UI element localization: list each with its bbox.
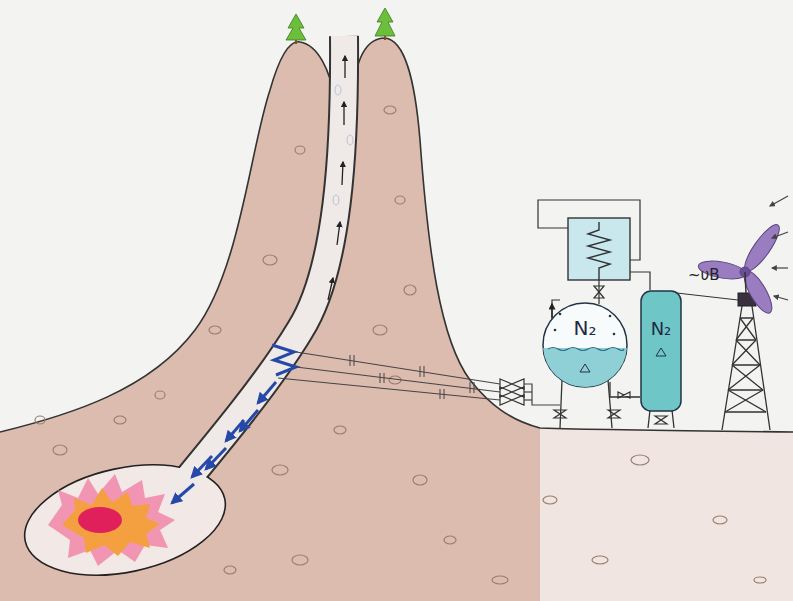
mountain-outline xyxy=(0,38,793,432)
lowland-ground xyxy=(540,428,793,601)
upflow-arrows xyxy=(328,56,345,300)
fire-flame xyxy=(62,488,160,556)
crack-outline xyxy=(172,36,344,498)
exchanger-piping xyxy=(538,200,650,330)
wind-turbine-tower xyxy=(722,306,770,430)
pipes xyxy=(278,352,560,405)
sphere-tank: N₂ xyxy=(540,300,630,390)
node-outline xyxy=(640,290,682,412)
wind-arrows xyxy=(770,196,788,300)
crack-channel xyxy=(172,36,344,498)
injection-zigzag xyxy=(272,345,296,375)
fire-core xyxy=(78,507,122,533)
tank-symbol xyxy=(580,364,590,372)
pipe-connector xyxy=(610,382,640,397)
tank-label: N₂ xyxy=(540,316,630,340)
bubble xyxy=(554,329,557,332)
rotor-shaft xyxy=(745,272,746,293)
steam-puffs xyxy=(333,85,353,205)
bubble xyxy=(609,315,612,318)
voltage-label: ~υB xyxy=(688,266,720,284)
mountain-body xyxy=(0,38,540,601)
bubble xyxy=(613,333,616,336)
turbine-blades xyxy=(697,220,785,316)
power-line xyxy=(668,292,738,300)
heat-exchanger xyxy=(568,218,630,280)
fire-outer xyxy=(48,474,175,566)
tank-legs xyxy=(560,380,674,428)
downflow-arrows xyxy=(172,382,276,503)
liquid-nitrogen xyxy=(543,348,627,387)
tank-body xyxy=(641,291,681,411)
tree xyxy=(286,14,306,44)
bubble xyxy=(559,313,562,316)
tank-symbol xyxy=(656,348,666,356)
heat-coil xyxy=(588,222,610,280)
flow-arrow xyxy=(551,304,552,318)
stones xyxy=(35,106,766,584)
liquid-surface xyxy=(548,348,624,351)
valve-symbol xyxy=(500,286,667,424)
tank-body xyxy=(543,303,627,387)
node-outline xyxy=(540,300,630,390)
tree xyxy=(375,8,395,40)
pipe-joints xyxy=(350,355,474,399)
tank-label: N₂ xyxy=(640,318,682,339)
cylinder-tank: N₂ xyxy=(640,290,682,412)
